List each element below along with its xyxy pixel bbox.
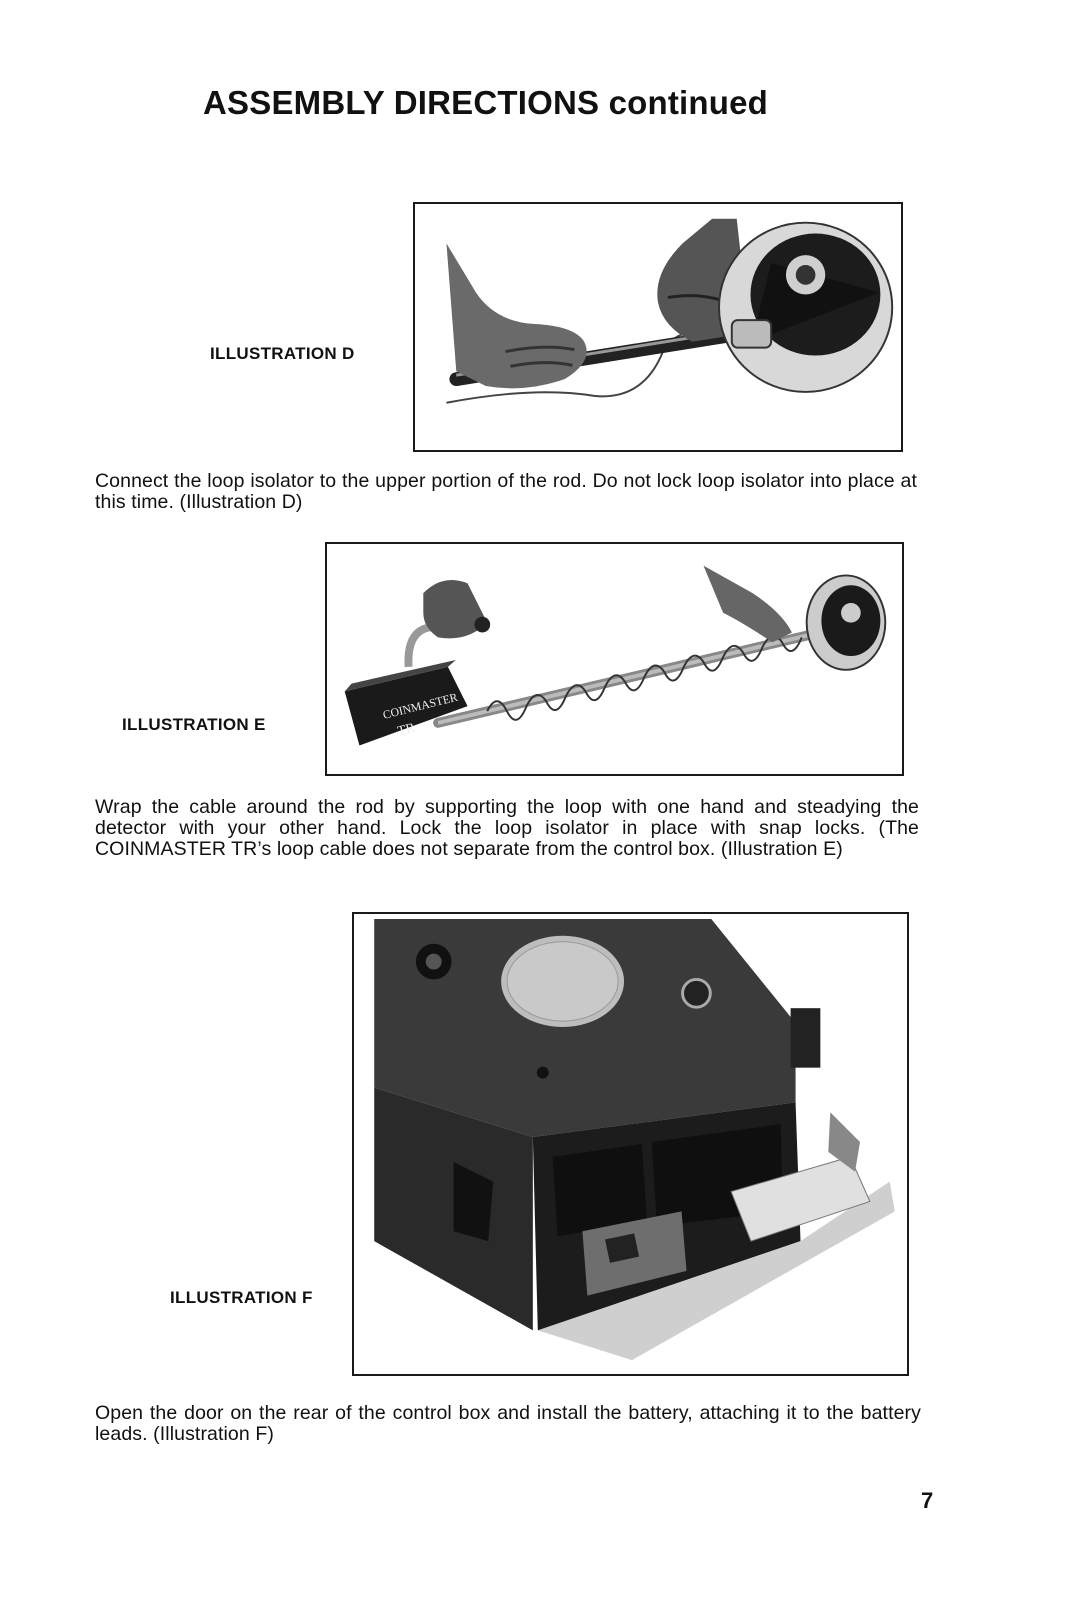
box-label-tr: TR <box>396 720 417 739</box>
control-box-battery-icon <box>374 918 895 1361</box>
detector-cable-wrap-icon: COINMASTER TR <box>344 565 887 746</box>
paragraph-illustration-d: Connect the loop isolator to the upper p… <box>95 470 917 513</box>
illustration-d-photo <box>413 202 903 452</box>
illustration-f-label: ILLUSTRATION F <box>170 1288 313 1307</box>
paragraph-illustration-f: Open the door on the rear of the control… <box>95 1402 921 1445</box>
illustration-e-label: ILLUSTRATION E <box>122 715 266 734</box>
hands-rod-loop-icon <box>446 218 894 404</box>
page-number: 7 <box>921 1488 934 1513</box>
illustration-f-photo <box>352 912 909 1376</box>
illustration-d-label: ILLUSTRATION D <box>210 344 355 363</box>
page-title: ASSEMBLY DIRECTIONS continued <box>203 84 769 121</box>
paragraph-illustration-e: Wrap the cable around the rod by support… <box>95 796 919 860</box>
illustration-e-photo: COINMASTER TR <box>325 542 904 776</box>
